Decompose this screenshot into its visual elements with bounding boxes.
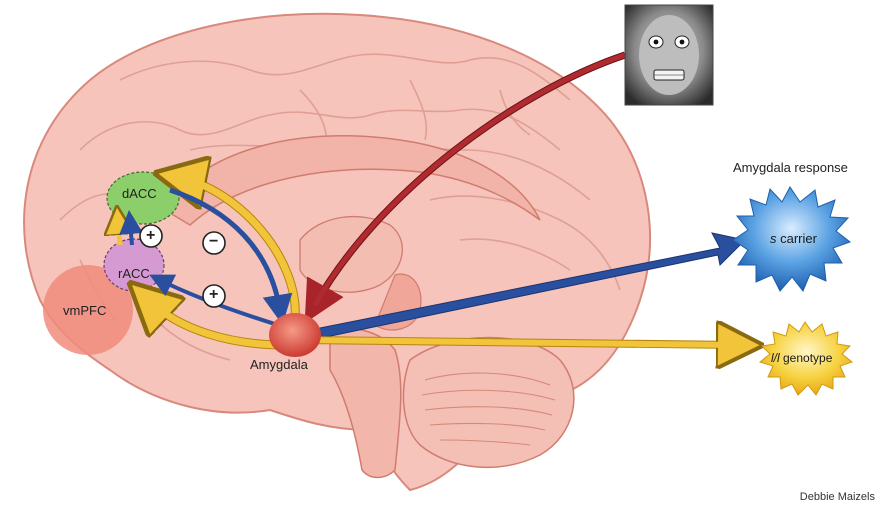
dacc-label: dACC [122,186,157,201]
amygdala-region [269,313,321,357]
plus-sign-2-label: + [209,286,218,304]
amygdala-label: Amygdala [250,357,308,372]
cerebellum [403,338,573,468]
credit-text: Debbie Maizels [800,491,875,503]
minus-sign-label: − [209,233,218,251]
arrow-racc-to-dacc-yellow [118,220,120,245]
racc-label: rACC [118,266,150,281]
arrow-racc-to-dacc-blue [130,222,132,245]
ll-genotype-suffix: genotype [780,351,833,365]
amygdala-response-title: Amygdala response [733,160,848,175]
fearful-face-photo-icon [625,5,713,105]
plus-sign-1-label: + [146,227,155,245]
s-carrier-label: s carrier [770,231,817,246]
vmpfc-label: vmPFC [63,303,106,318]
ll-genotype-label: l/l genotype [771,351,832,365]
s-carrier-suffix: carrier [777,231,817,246]
ll-allele-text: l/l [771,351,780,365]
